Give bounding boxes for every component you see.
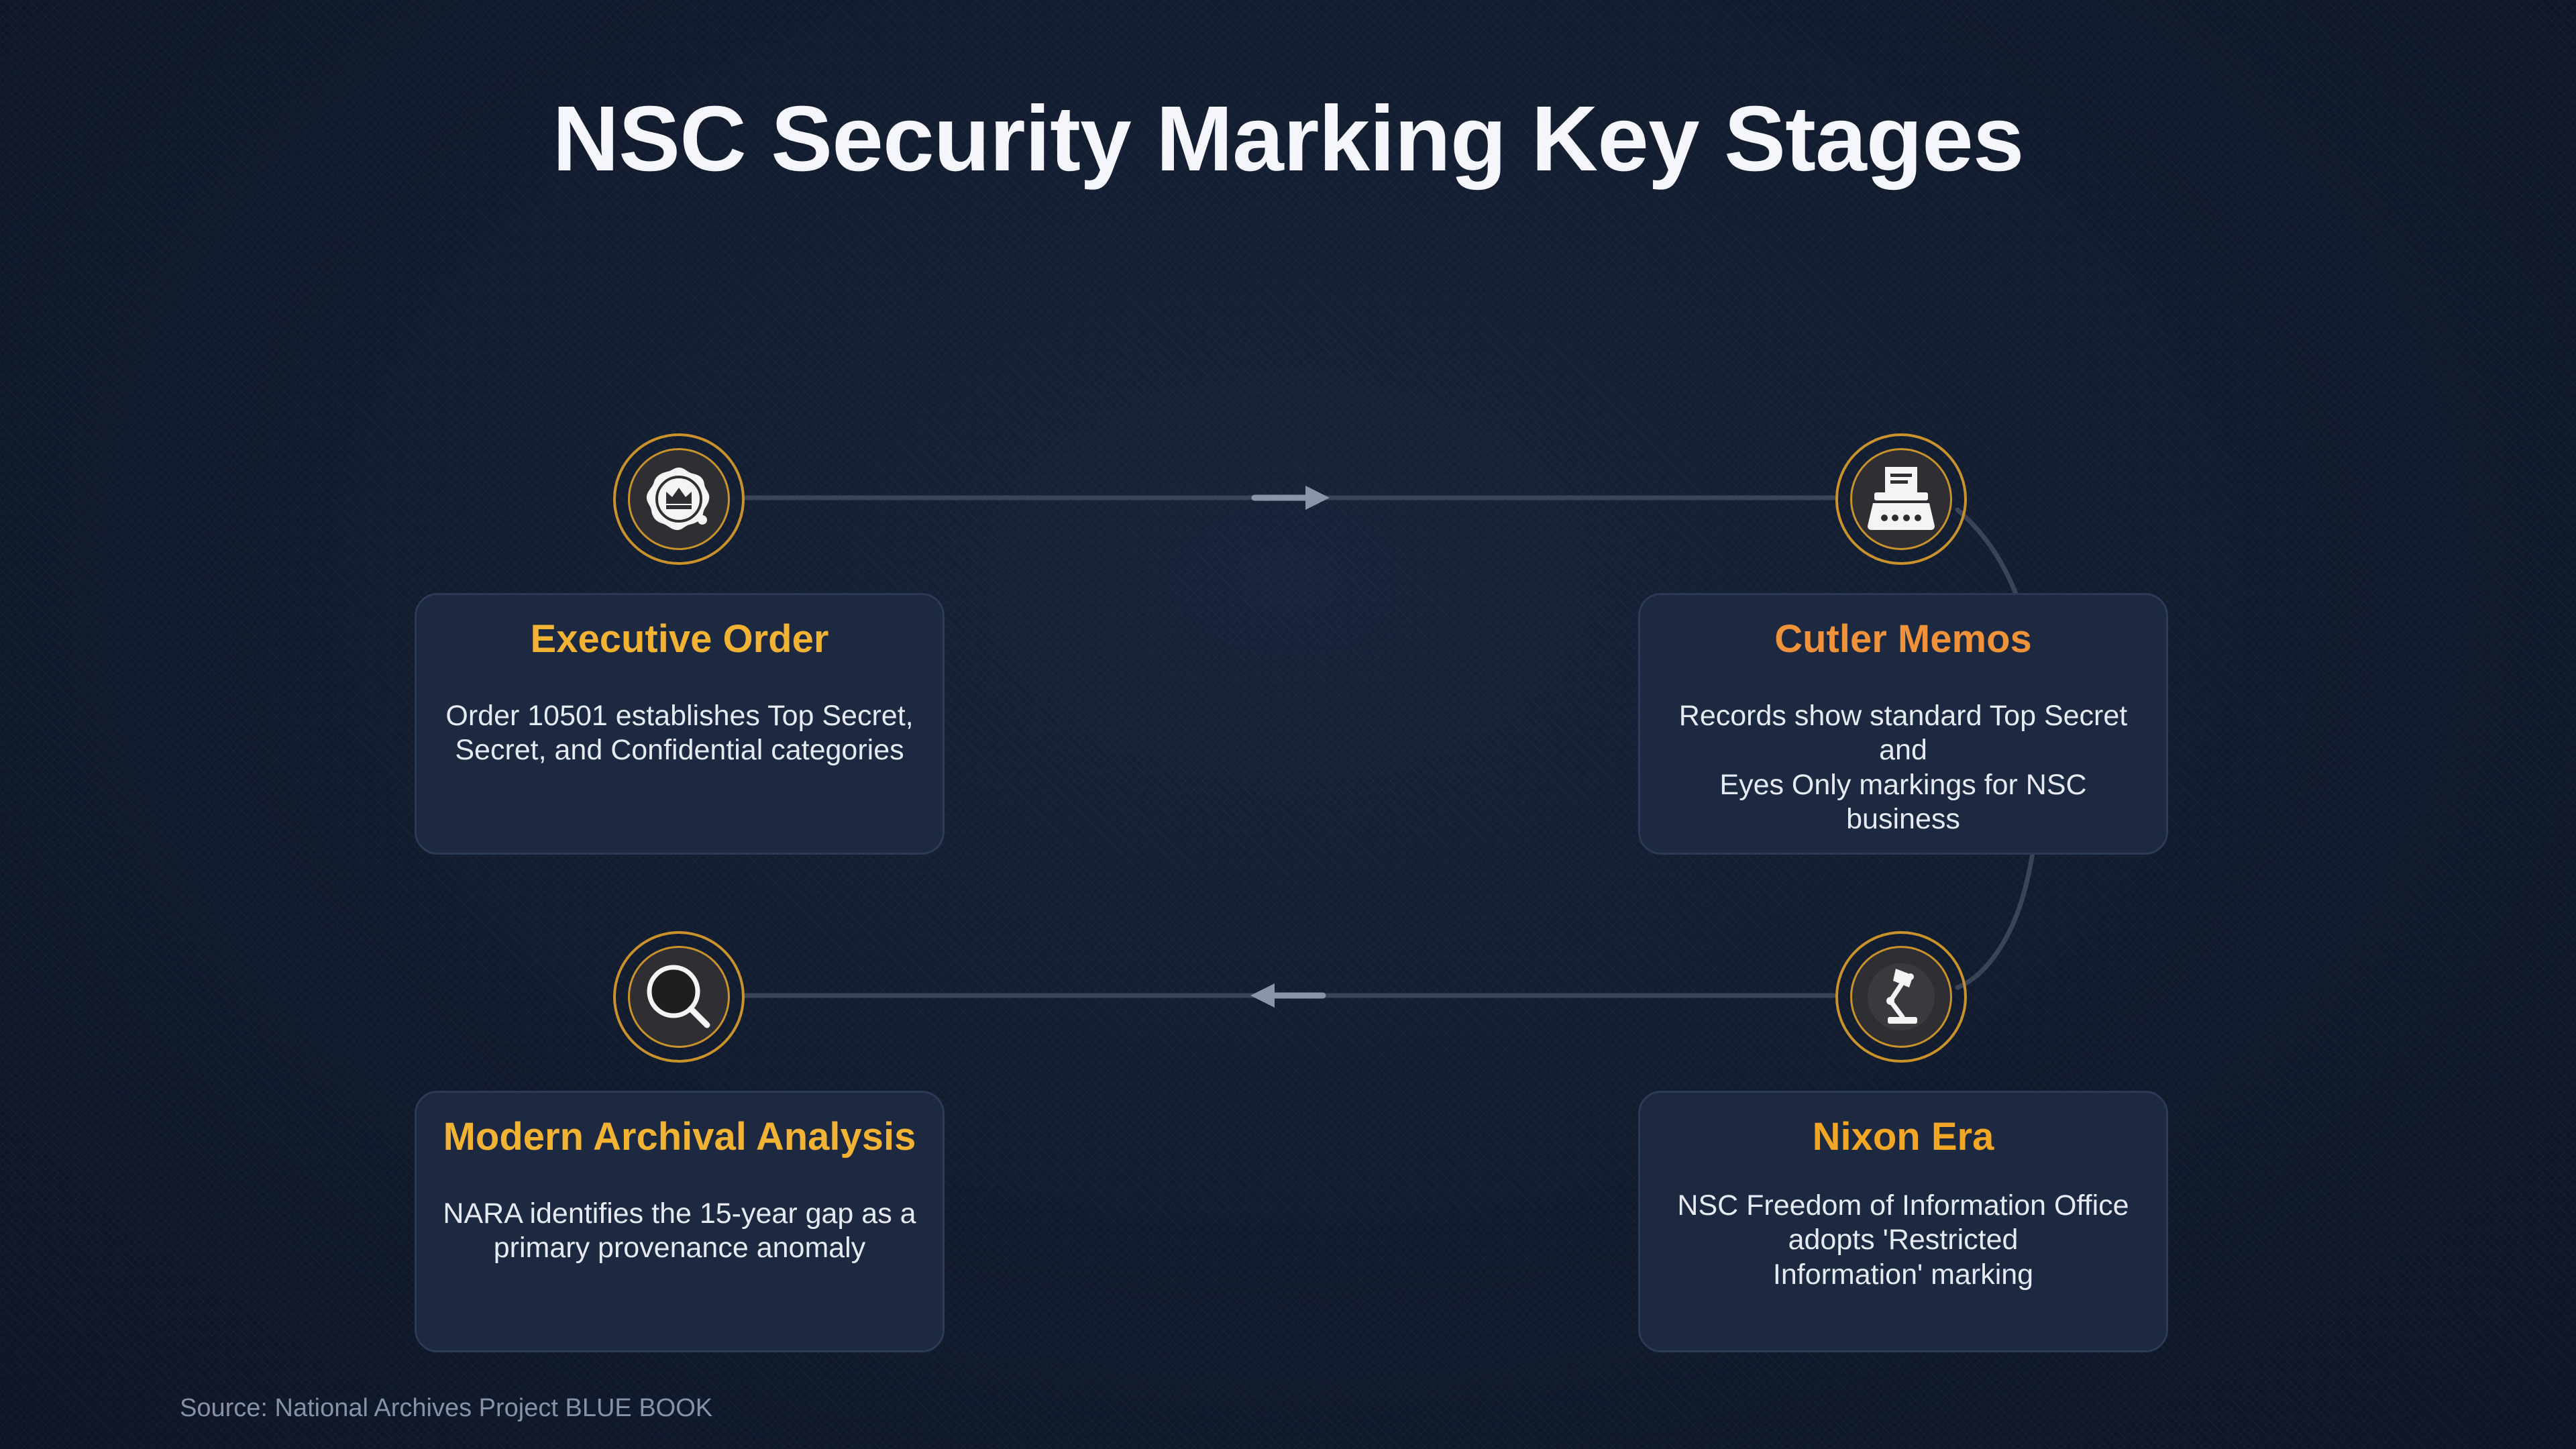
source-note: Source: National Archives Project BLUE B… <box>180 1394 713 1422</box>
stage-4-title: Modern Archival Analysis <box>443 1115 916 1159</box>
flow-arrow-left <box>1250 983 1326 1008</box>
flow-arrow-right <box>1251 486 1330 510</box>
stage-3-icon-node <box>1835 931 1967 1063</box>
stage-card-nixon-era: Nixon Era NSC Freedom of Information Off… <box>1638 1091 2168 1352</box>
wax-seal-crown-icon <box>646 468 710 531</box>
stage-card-cutler-memos: Cutler Memos Records show standard Top S… <box>1638 593 2168 855</box>
stage-card-executive-order: Executive Order Order 10501 establishes … <box>415 593 945 855</box>
stage-1-title: Executive Order <box>530 617 829 661</box>
stage-2-description: Records show standard Top Secret and Eye… <box>1678 699 2128 836</box>
stage-4-description: NARA identifies the 15-year gap as a pri… <box>443 1197 916 1265</box>
stage-2-icon-node <box>1835 433 1967 565</box>
stage-card-modern-archival-analysis: Modern Archival Analysis NARA identifies… <box>415 1091 945 1352</box>
magnifying-glass-icon <box>647 965 710 1028</box>
stage-1-icon-node <box>613 433 745 565</box>
stage-4-icon-node <box>613 931 745 1063</box>
stage-1-description: Order 10501 establishes Top Secret, Secr… <box>445 699 914 767</box>
desk-lamp-icon <box>1868 963 1935 1030</box>
stage-3-title: Nixon Era <box>1812 1115 1994 1159</box>
stage-3-description: NSC Freedom of Information Office adopts… <box>1677 1189 2129 1291</box>
typewriter-icon <box>1868 467 1935 530</box>
page-title: NSC Security Marking Key Stages <box>552 87 2024 191</box>
stage-2-title: Cutler Memos <box>1774 617 2032 661</box>
